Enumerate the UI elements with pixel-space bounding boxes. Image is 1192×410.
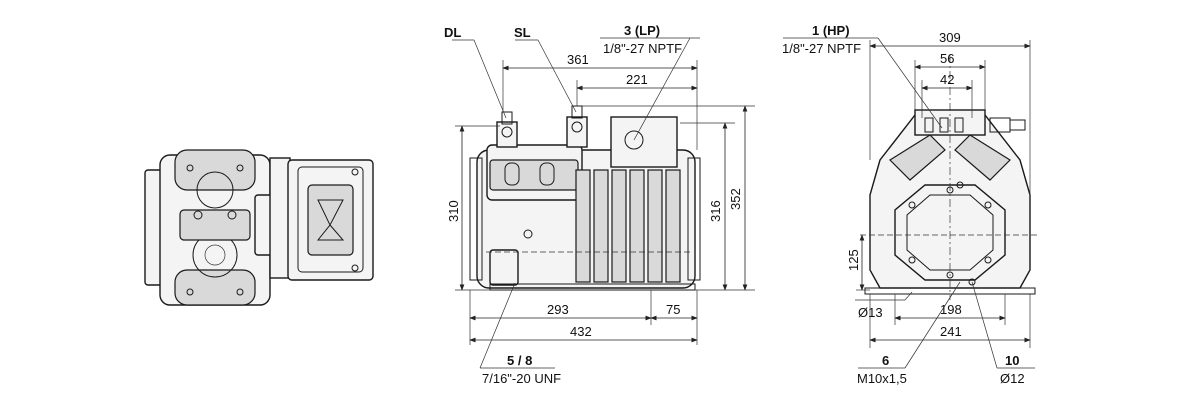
hp-thread-label: 1/8"-27 NPTF xyxy=(782,41,861,56)
dim-293: 293 xyxy=(547,302,569,317)
dim-125: 125 xyxy=(846,249,861,271)
dim-310: 310 xyxy=(446,200,461,222)
top-view xyxy=(144,149,374,306)
hole-connection-label: 10 xyxy=(1005,353,1019,368)
front-dimensions xyxy=(783,37,1035,369)
hole-diameter-label: Ø12 xyxy=(1000,371,1025,386)
callout-labels: DL SL 3 (LP) 1/8"-27 NPTF 1 (HP) 1/8"-27… xyxy=(444,23,1025,386)
dim-316: 316 xyxy=(708,200,723,222)
dim-361: 361 xyxy=(567,52,589,67)
dim-352: 352 xyxy=(728,188,743,210)
dim-75: 75 xyxy=(666,302,680,317)
dim-432: 432 xyxy=(570,324,592,339)
side-view xyxy=(469,105,701,291)
lp-thread-label: 1/8"-27 NPTF xyxy=(603,41,682,56)
dim-56: 56 xyxy=(940,51,954,66)
dl-label: DL xyxy=(444,25,461,40)
sl-label: SL xyxy=(514,25,531,40)
drain-connection-label: 5 / 8 xyxy=(507,353,532,368)
dim-221: 221 xyxy=(626,72,648,87)
dim-13: Ø13 xyxy=(858,305,883,320)
side-dimensions xyxy=(452,37,755,369)
drain-thread-label: 7/16"-20 UNF xyxy=(482,371,561,386)
hp-connection-label: 1 (HP) xyxy=(812,23,850,38)
mount-connection-label: 6 xyxy=(882,353,889,368)
dim-241: 241 xyxy=(940,324,962,339)
lp-connection-label: 3 (LP) xyxy=(624,23,660,38)
dim-198: 198 xyxy=(940,302,962,317)
dim-42: 42 xyxy=(940,72,954,87)
mount-thread-label: M10x1,5 xyxy=(857,371,907,386)
dimension-values: 361 221 310 316 352 293 75 432 309 56 42… xyxy=(446,30,962,339)
dim-309: 309 xyxy=(939,30,961,45)
